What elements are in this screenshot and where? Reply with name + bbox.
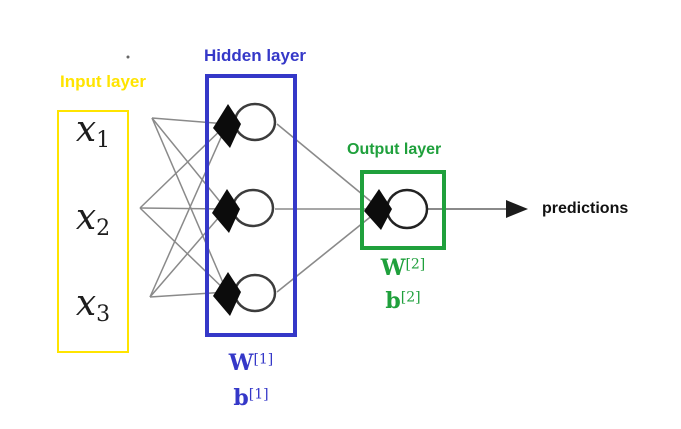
param-superscript: [1] (248, 386, 269, 403)
param-superscript: [1] (253, 351, 274, 368)
neuron-input-darts (212, 104, 392, 316)
stray-dot (126, 55, 130, 59)
param-base: b (233, 385, 249, 411)
dart-icon (213, 272, 241, 316)
dart-icon (212, 189, 240, 233)
connection-line (151, 117, 228, 125)
arrowhead-icon (506, 200, 528, 218)
input-variable-x2: x2 (57, 197, 129, 240)
connection-line (139, 207, 228, 293)
hidden-weights-label: W[1] (205, 352, 297, 374)
var-subscript: 2 (96, 216, 111, 242)
connection-line (139, 207, 227, 210)
hidden-bias-label: b[1] (205, 387, 297, 409)
dart-icon (213, 104, 241, 148)
var-subscript: 1 (96, 128, 111, 154)
connection-line (149, 208, 227, 298)
var-base: x (75, 109, 97, 150)
var-base: x (75, 197, 97, 238)
hidden-layer-box (205, 74, 297, 337)
predictions-label: predictions (542, 200, 629, 217)
input-variable-x1: x1 (57, 109, 129, 152)
var-subscript: 3 (96, 302, 111, 328)
input-layer-label: Input layer (60, 72, 146, 91)
param-superscript: [2] (405, 256, 426, 273)
param-base: W (228, 350, 254, 376)
hidden-layer-label: Hidden layer (204, 46, 307, 65)
input-layer-box (57, 110, 129, 353)
connection-line (149, 291, 228, 298)
input-to-hidden-connections (139, 117, 228, 298)
output-layer-box (360, 170, 446, 250)
connection-line (151, 117, 227, 210)
output-layer-label: Output layer (347, 141, 442, 158)
connection-line (149, 123, 228, 298)
connection-line (139, 123, 228, 209)
var-base: x (75, 283, 97, 324)
output-weights-label: W[2] (360, 257, 446, 279)
dart-icon (364, 189, 392, 230)
param-base: W (380, 255, 406, 281)
connection-line (151, 117, 228, 293)
output-bias-label: b[2] (360, 290, 446, 312)
input-variable-x3: x3 (57, 283, 129, 326)
param-base: b (385, 288, 401, 314)
param-superscript: [2] (400, 289, 421, 306)
